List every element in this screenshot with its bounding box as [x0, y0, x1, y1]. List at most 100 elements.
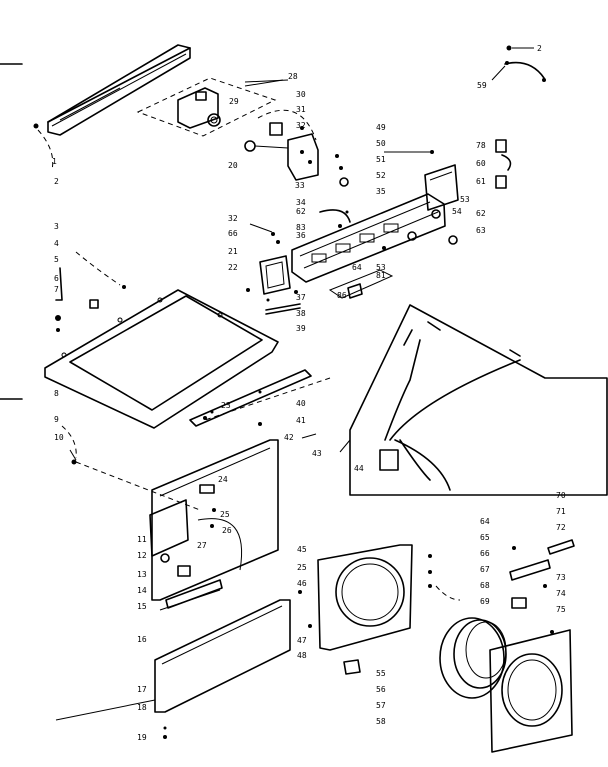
callout-label: 6 [54, 274, 59, 283]
callout-label: 16 [137, 635, 147, 644]
fastener-9-10 [61, 425, 77, 465]
callout-label: 28 [288, 72, 298, 81]
callout-label: 63 [476, 226, 486, 235]
callout-label: 68 [480, 581, 490, 590]
callout-label: 81 [376, 271, 386, 280]
door-outer [489, 629, 573, 753]
callout-label: 23 [221, 401, 231, 410]
margin-marks [0, 63, 23, 400]
console-panel [291, 193, 458, 299]
callout-label: 74 [556, 589, 566, 598]
callout-label: 67 [480, 565, 490, 574]
door-glass [439, 617, 507, 699]
callout-label: 19 [137, 733, 147, 742]
callout-label: 25 [220, 510, 230, 519]
callout-label: 31 [296, 105, 306, 114]
callout-label: 2 [54, 177, 59, 186]
callout-label: 48 [297, 651, 307, 660]
control-panel-top [47, 44, 191, 136]
callout-label: 71 [556, 507, 566, 516]
callout-label: 66 [480, 549, 490, 558]
callout-label: 29 [229, 97, 239, 106]
knob-bracket [244, 109, 319, 181]
callout-label: 34 [296, 198, 306, 207]
callout-label: 83 [296, 223, 306, 232]
leader-lines [55, 79, 351, 721]
callout-label: 12 [137, 551, 147, 560]
callout-label: 47 [297, 636, 307, 645]
callout-label: 15 [137, 602, 147, 611]
callout-label: 7 [54, 285, 59, 294]
callout-label: 13 [137, 570, 147, 579]
callout-label: 20 [228, 161, 238, 170]
callout-label: 10 [54, 433, 64, 442]
callout-label: 40 [296, 399, 306, 408]
callout-label: 24 [218, 475, 228, 484]
hinge-parts [55, 251, 126, 332]
callout-label: 57 [376, 701, 386, 710]
timer-bracket [136, 77, 289, 137]
callout-label: 78 [476, 141, 486, 150]
callout-label: 49 [376, 123, 386, 132]
callout-label: 18 [137, 703, 147, 712]
callout-label: 65 [480, 533, 490, 542]
callout-label: 5 [54, 255, 59, 264]
callout-label: 69 [480, 597, 490, 606]
callout-label: 37 [296, 293, 306, 302]
callout-label: 52 [376, 171, 386, 180]
callout-label: 51 [376, 155, 386, 164]
callout-label: 22 [228, 263, 238, 272]
callout-label: 27 [197, 541, 207, 550]
callout-label: 21 [228, 247, 238, 256]
callout-label: 1 [52, 157, 57, 166]
door-switch [246, 223, 301, 315]
callout-label: 72 [556, 523, 566, 532]
clips-right [495, 139, 512, 189]
callout-label: 73 [556, 573, 566, 582]
door-frame [298, 544, 461, 675]
callout-label: 39 [296, 324, 306, 333]
callout-label: 33 [295, 181, 305, 190]
callout-label: 44 [354, 464, 364, 473]
callout-label: 56 [376, 685, 386, 694]
callout-label: 2 [537, 44, 542, 53]
callout-label: 17 [137, 685, 147, 694]
callouts: 1 2 2 59 28 29 30 31 32 20 33 49 50 51 5… [52, 44, 566, 742]
callout-label: 38 [296, 309, 306, 318]
callout-label: 46 [297, 579, 307, 588]
callout-label: 55 [376, 669, 386, 678]
callout-label: 8 [54, 389, 59, 398]
callout-label: 35 [376, 187, 386, 196]
front-strip [189, 369, 312, 427]
callout-label: 61 [476, 177, 486, 186]
callout-label: 4 [54, 239, 59, 248]
switch-assembly [335, 150, 459, 211]
callout-label: 62 [296, 207, 306, 216]
callout-label: 66 [228, 229, 238, 238]
callout-label: 53 [376, 263, 386, 272]
screw-1 [33, 123, 54, 171]
callout-label: 70 [556, 491, 566, 500]
callout-label: 14 [137, 586, 147, 595]
callout-label: 53 [460, 195, 470, 204]
wire-clip [491, 45, 546, 82]
callout-label: 26 [222, 526, 232, 535]
wire-harness-box [349, 304, 608, 496]
cabinet-top [44, 289, 279, 429]
kick-panel [154, 599, 291, 739]
callout-label: 50 [376, 139, 386, 148]
callout-label: 43 [312, 449, 322, 458]
callout-label: 60 [476, 159, 486, 168]
callout-label: 58 [376, 717, 386, 726]
front-panel-left [149, 439, 279, 611]
callout-label: 86 [337, 291, 347, 300]
callout-label: 42 [284, 433, 294, 442]
callout-label: 9 [54, 415, 59, 424]
callout-label: 32 [228, 214, 238, 223]
callout-label: 36 [296, 231, 306, 240]
callout-label: 11 [137, 535, 147, 544]
callout-label: 45 [297, 545, 307, 554]
callout-label: 64 [480, 517, 490, 526]
callout-label: 54 [452, 207, 462, 216]
